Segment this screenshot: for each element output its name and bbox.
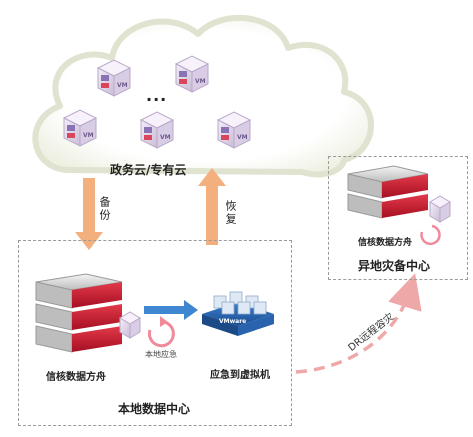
cloud-vm-cube-2 [174,55,210,93]
vmware-badge: VMware [219,318,247,325]
vm-target-label: 应急到虚拟机 [210,370,270,381]
restore-label: 恢复 [224,200,237,226]
remote-server-label: 信核数据方舟 [358,238,413,248]
cloud-vm-cube-5 [216,111,252,149]
local-dc-box [18,240,292,426]
failover-arrow [144,300,198,320]
vm-badge: VM [117,82,128,89]
local-dc-title: 本地数据中心 [118,402,191,416]
restore-arrow [198,168,226,245]
remote-dc-title: 异地灾备中心 [358,259,431,273]
backup-label: 备份 [98,196,111,222]
remote-cycle-icon [420,224,441,246]
local-server-label: 信核数据方舟 [46,372,106,383]
vm-badge: VM [160,134,171,141]
vm-badge: VM [195,78,206,85]
remote-vm-cube [429,195,451,223]
vm-badge: VM [237,134,248,141]
cloud-ellipsis: ... [146,86,168,105]
cloud-vm-cube-1 [96,59,132,97]
vmware-cluster-icon [202,291,274,336]
backup-arrow [75,178,103,250]
local-emergency-label: 本地应急 [145,350,177,359]
local-server-icon [35,273,123,353]
local-vm-cube [119,311,141,339]
vm-badge: VM [83,132,94,139]
cloud-shape [32,14,374,178]
remote-server-icon [347,165,429,219]
remote-dc-box [328,156,468,280]
local-emergency-cycle-icon [147,316,175,348]
cloud-vm-cube-4 [139,111,175,149]
cloud-label: 政务云/专有云 [110,163,187,177]
dr-link-curve [295,273,422,374]
cloud-vm-cube-3 [62,109,98,147]
